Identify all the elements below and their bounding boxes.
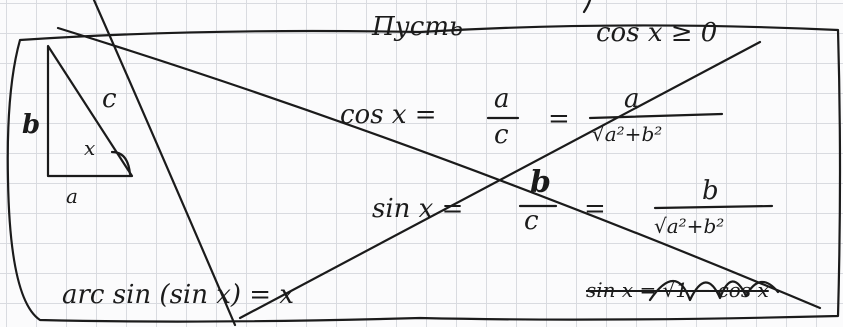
sin-frac-denominator: c (524, 206, 539, 236)
frame-border (6, 24, 842, 323)
cos-frac-denominator: c (494, 120, 509, 150)
heading-pust: Пусть (372, 12, 464, 42)
crossed-formula: sin x = √1 − cos x (586, 278, 769, 302)
sin-root-numerator: b (702, 176, 719, 206)
cos-root-numerator: a (624, 84, 640, 114)
strike-line-3 (238, 40, 762, 320)
strike-line-2 (56, 26, 822, 310)
cos-equals: = (548, 104, 570, 134)
sin-lhs: sin x = (372, 194, 464, 224)
triangle-side-a: a (66, 184, 78, 208)
sin-root-fraction-bar (653, 204, 774, 210)
sin-equals: = (584, 194, 606, 224)
triangle-outline (46, 44, 134, 178)
cos-root-denominator: √a²+b² (592, 122, 663, 146)
arcsin-identity: arc sin (sin x) = x (62, 280, 295, 310)
sin-frac-numerator: b (530, 165, 551, 200)
cos-root-fraction-bar (588, 112, 724, 120)
angle-arc (110, 150, 132, 176)
crossed-scribble (648, 280, 780, 302)
top-stroke-fragment (582, 0, 592, 14)
strike-line-1 (92, 0, 237, 327)
triangle-side-c: c (102, 84, 117, 114)
triangle-side-b: b (22, 110, 41, 140)
condition-cos-nonneg: cos x ≥ 0 (596, 18, 718, 48)
cos-lhs: cos x = (340, 100, 437, 130)
sin-root-denominator: √a²+b² (654, 214, 725, 238)
cos-frac-numerator: a (494, 84, 510, 114)
triangle-angle-x: x (84, 136, 96, 160)
